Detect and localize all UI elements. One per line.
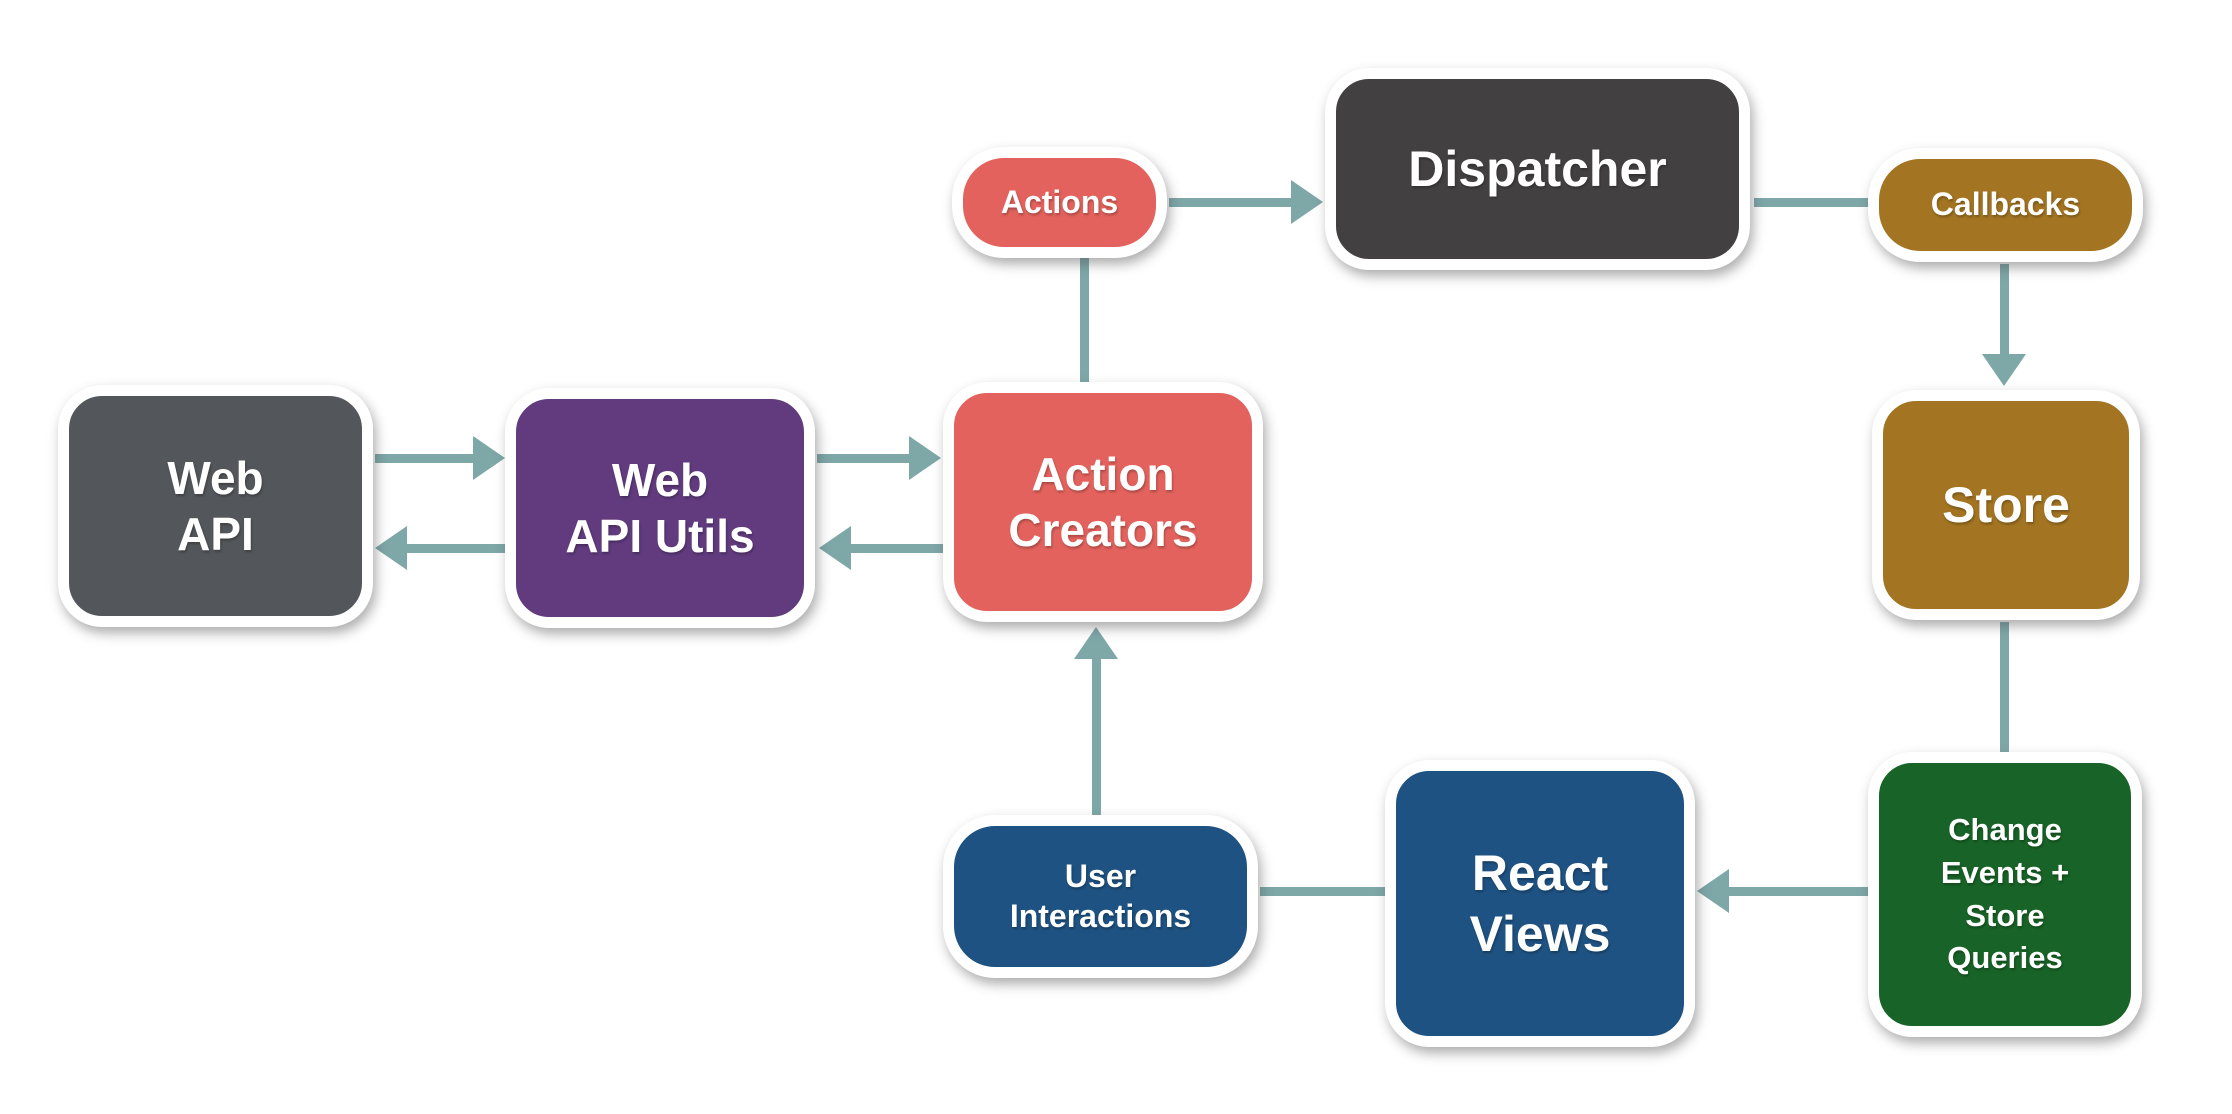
arrow-head-left bbox=[819, 526, 851, 570]
node-callbacks: Callbacks bbox=[1868, 148, 2143, 262]
node-label-line: API bbox=[177, 508, 254, 560]
edge-action-creators-to-actions bbox=[1080, 256, 1089, 384]
node-label-line: Web bbox=[167, 451, 264, 504]
edge-react-views-to-user-interactions bbox=[1260, 887, 1385, 896]
node-label-line: Views bbox=[1469, 905, 1611, 962]
edge-callbacks-to-store bbox=[2000, 264, 2009, 356]
node-actions: Actions bbox=[952, 147, 1167, 258]
node-label-line: Interactions bbox=[1009, 897, 1192, 934]
edge-actions-to-dispatcher bbox=[1169, 198, 1291, 207]
node-web-api: Web API bbox=[58, 385, 373, 627]
node-label-line: API Utils bbox=[565, 510, 755, 562]
edge-web-api-to-web-api-utils bbox=[375, 454, 473, 463]
node-label-line: Queries bbox=[1947, 940, 2063, 976]
node-label-line: Change bbox=[1948, 811, 2062, 847]
node-web-api-utils: Web API Utils bbox=[505, 388, 815, 628]
arrow-head-up bbox=[1074, 627, 1118, 659]
arrow-head-right bbox=[909, 436, 941, 480]
arrow-head-left bbox=[375, 526, 407, 570]
node-action-creators: Action Creators bbox=[943, 382, 1263, 622]
node-label-line: Dispatcher bbox=[1408, 140, 1667, 197]
node-label-line: Store bbox=[1942, 476, 2070, 533]
node-label-line: Events + bbox=[1940, 854, 2070, 890]
edge-change-events-to-react-views bbox=[1729, 887, 1868, 896]
node-user-interactions: User Interactions bbox=[943, 815, 1258, 978]
edge-dispatcher-to-callbacks bbox=[1754, 198, 1868, 207]
arrow-head-right bbox=[473, 436, 505, 480]
node-label-line: Store bbox=[1965, 897, 2045, 933]
node-store: Store bbox=[1872, 390, 2140, 620]
node-dispatcher: Dispatcher bbox=[1325, 68, 1750, 270]
node-change-events-store-queries: Change Events + Store Queries bbox=[1868, 752, 2142, 1037]
edge-store-to-change-events bbox=[2000, 622, 2009, 752]
edge-user-interactions-to-action-creators bbox=[1092, 657, 1101, 817]
node-label-line: Creators bbox=[1008, 504, 1198, 556]
arrow-head-left bbox=[1697, 869, 1729, 913]
edge-web-api-utils-to-web-api bbox=[407, 544, 505, 553]
arrow-head-right bbox=[1291, 180, 1323, 224]
node-react-views: React Views bbox=[1385, 760, 1695, 1047]
node-label-line: Web bbox=[611, 453, 709, 506]
node-label-line: Actions bbox=[1000, 183, 1119, 220]
arrow-head-down bbox=[1982, 354, 2026, 386]
node-label-line: React bbox=[1471, 844, 1609, 901]
node-label-line: User bbox=[1064, 858, 1137, 895]
node-label-line: Callbacks bbox=[1930, 186, 2081, 223]
edge-web-api-utils-to-action-creators bbox=[817, 454, 909, 463]
edge-action-creators-to-web-api-utils bbox=[851, 544, 943, 553]
node-label-line: Action bbox=[1031, 447, 1175, 500]
